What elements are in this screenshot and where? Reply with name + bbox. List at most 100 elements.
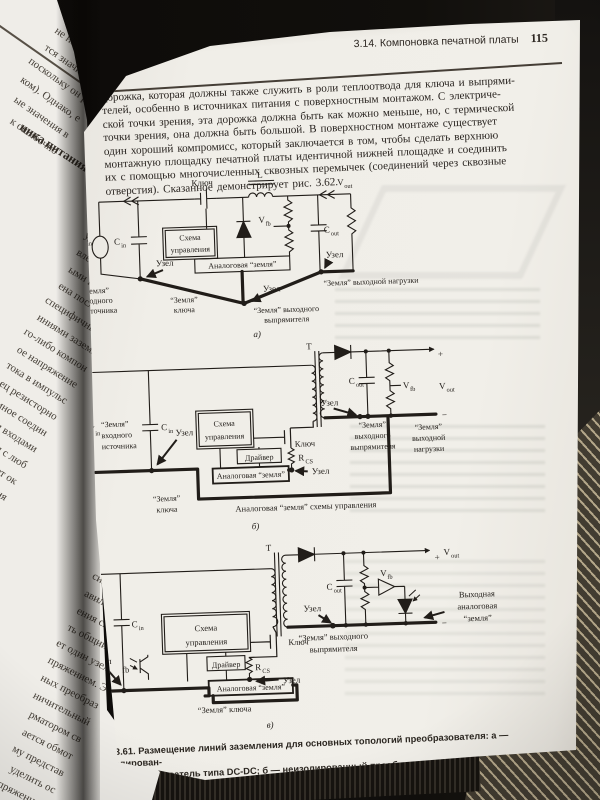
control-label-2: управления xyxy=(185,636,227,647)
cin-label: C xyxy=(161,422,167,432)
rcs-label: R xyxy=(255,662,261,672)
uzel-label: Узел xyxy=(263,283,281,294)
ground-source-label: источника xyxy=(82,306,118,316)
transformer-icon xyxy=(270,552,288,637)
cout-sub: out xyxy=(356,382,365,389)
diode-icon xyxy=(236,220,252,239)
resistor-icon xyxy=(346,193,357,271)
vout-sub: out xyxy=(447,386,456,393)
vfb-sub: fb xyxy=(387,574,392,581)
cout-label: C xyxy=(326,582,332,592)
node-dots xyxy=(137,223,324,307)
ground-load-label: “Земля” xyxy=(414,422,442,432)
vfb-label: V xyxy=(258,215,265,225)
ground-rectifier-label: выпрямителя xyxy=(350,441,396,452)
diagram-a-labels: Ключ L V in C in V out C out V fb Схема … xyxy=(82,170,419,339)
wire xyxy=(186,652,228,682)
vfb-sub: fb xyxy=(410,386,415,393)
wire xyxy=(99,568,271,575)
ground-rectifier-label: “Земля” xyxy=(358,420,386,430)
control-box xyxy=(160,610,252,655)
vin-sub: in xyxy=(87,240,93,247)
driver-label: Драйвер xyxy=(212,660,241,670)
wire xyxy=(98,193,351,203)
output-analog-ground-label: аналоговая xyxy=(457,600,497,611)
ground-rectifier-label: выходного xyxy=(354,431,390,441)
ground-switch-label: “Земля” xyxy=(153,494,181,504)
fb-label: fb xyxy=(122,664,129,674)
transformer-label: T xyxy=(306,341,312,351)
capacitor-icon xyxy=(113,573,130,691)
capacitor-icon xyxy=(358,351,375,417)
vin-sub: in xyxy=(95,430,101,437)
control-box-inner xyxy=(164,228,216,259)
vfb-label: V xyxy=(403,380,410,390)
diagram-c xyxy=(94,543,445,705)
uzel-arrows xyxy=(145,257,334,303)
ground-source-label: источника xyxy=(102,441,138,451)
plus-label: + xyxy=(434,552,439,562)
section-title: 3.14. Компоновка печатной платы xyxy=(353,33,519,51)
ground-source-label: входного xyxy=(101,430,132,440)
circuit-diagrams-svg: Ключ L V in C in V out C out V fb Схема … xyxy=(82,170,497,730)
analog-ground-label: Аналоговая “земля” xyxy=(217,470,286,481)
optocoupler-transistor-icon xyxy=(129,654,150,680)
cin-label: C xyxy=(132,619,138,629)
driver-label: Драйвер xyxy=(245,453,274,463)
mosfet-icon xyxy=(253,421,314,448)
rcs-sub: CS xyxy=(262,668,270,675)
diagram-b xyxy=(87,342,439,501)
cin-sub: in xyxy=(139,625,145,632)
switch-label: Ключ xyxy=(191,177,213,188)
vout-label: V xyxy=(337,177,344,187)
wire xyxy=(285,550,430,555)
uzel-arrows xyxy=(156,407,358,477)
diagram-c-labels: + T V in C in Схема управления fb Ключ Д… xyxy=(92,543,497,730)
output-analog-ground-label: “земля” xyxy=(463,612,492,623)
uzel-label: Узел xyxy=(312,466,330,477)
wire xyxy=(92,364,312,374)
control-label-2: управления xyxy=(171,245,211,255)
cout-sub: out xyxy=(334,587,343,594)
uzel-label: Узел xyxy=(303,603,321,614)
cin-label: C xyxy=(114,237,120,247)
current-arrow-icon xyxy=(318,189,335,200)
capacitor-icon xyxy=(336,553,353,626)
cout-label: C xyxy=(349,376,355,386)
cin-sub: in xyxy=(121,242,127,249)
ground-load-label: “Земля” выходной нагрузки xyxy=(323,276,419,288)
figure-3-61: Ключ L V in C in V out C out V fb Схема … xyxy=(82,161,564,736)
opamp-icon xyxy=(364,578,406,600)
resistor-icon xyxy=(384,350,396,416)
vout-label: V xyxy=(439,381,446,391)
cout-sub: out xyxy=(331,230,340,237)
ground-source-label: входного xyxy=(82,296,113,306)
rcs-sub: CS xyxy=(305,458,313,465)
capacitor-icon xyxy=(130,200,148,279)
inductor-icon xyxy=(248,179,275,198)
cin-sub: in xyxy=(168,428,174,435)
ground-switch-label: ключа xyxy=(156,505,178,515)
wire xyxy=(98,202,141,280)
control-label-1: Схема xyxy=(194,623,217,634)
ground-bus xyxy=(88,412,438,501)
uzel-label: Узел xyxy=(156,258,174,269)
control-box-inner xyxy=(163,613,249,653)
switch-label: Ключ xyxy=(288,636,309,647)
ground-load-label: выходной xyxy=(412,433,446,443)
inductor-label: L xyxy=(257,170,263,180)
ground-load-label: нагрузки xyxy=(414,444,445,454)
minus-label: − xyxy=(442,618,447,628)
uzel-label: Узел xyxy=(320,397,338,408)
control-box-inner xyxy=(197,411,252,448)
diode-icon xyxy=(297,546,316,563)
output-analog-ground-label: Выходная xyxy=(459,588,495,599)
ground-switch-label: “Земля” xyxy=(170,295,198,305)
uzel-label: Узел xyxy=(175,427,193,438)
analog-ground-box xyxy=(211,465,290,485)
uzel-label: Узел xyxy=(282,675,300,686)
vfb-label: V xyxy=(380,568,387,578)
source-icon xyxy=(91,235,109,259)
diode-icon xyxy=(333,344,353,361)
ground-switch-label: ключа xyxy=(174,305,196,315)
